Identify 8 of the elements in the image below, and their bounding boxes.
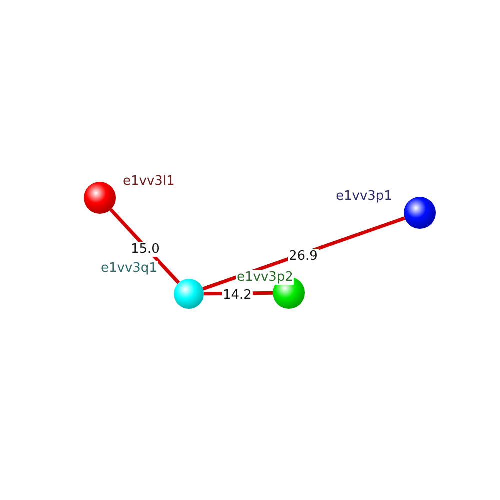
node-label: e1vv3q1: [100, 261, 158, 276]
sphere: [174, 279, 204, 309]
node-label: e1vv3p2: [236, 270, 294, 285]
sphere: [84, 182, 116, 214]
distance-label: 26.9: [288, 249, 319, 264]
distance-label: 15.0: [130, 242, 161, 257]
sphere: [404, 197, 436, 229]
node-label: e1vv3p1: [335, 189, 394, 204]
